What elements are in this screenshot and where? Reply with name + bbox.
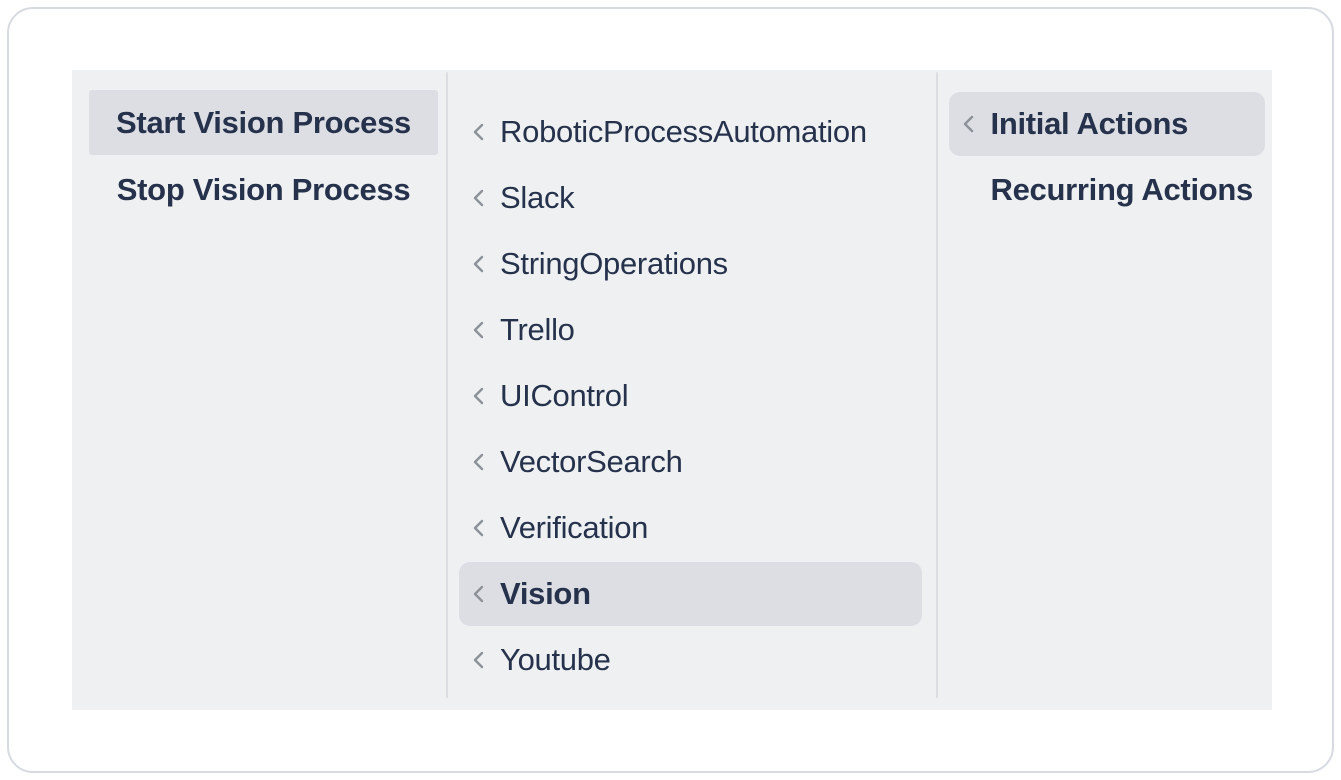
menu-item-label: Recurring Actions — [990, 172, 1254, 207]
menu-item-vector-search[interactable]: VectorSearch — [459, 430, 921, 494]
menu-item-label: Slack — [500, 180, 575, 215]
column-plugin-list: RoboticProcessAutomation Slack StringOpe… — [448, 70, 935, 710]
chevron-left-icon — [471, 649, 486, 671]
menu-item-label: Verification — [500, 510, 649, 545]
menu-item-recurring-actions[interactable]: Recurring Actions — [949, 158, 1265, 222]
chevron-left-icon — [471, 121, 486, 143]
chevron-left-icon — [471, 583, 486, 605]
menu-item-label: Start Vision Process — [116, 104, 411, 140]
menu-item-uicontrol[interactable]: UIControl — [459, 364, 921, 428]
menu-item-robotic-process-automation[interactable]: RoboticProcessAutomation — [459, 100, 921, 164]
cascading-menu-panel: Start Vision Process Stop Vision Process… — [72, 70, 1272, 710]
menu-item-verification[interactable]: Verification — [459, 496, 921, 560]
chevron-left-icon — [471, 451, 486, 473]
menu-item-initial-actions[interactable]: Initial Actions — [948, 92, 1265, 156]
chevron-left-icon — [471, 385, 486, 407]
menu-item-trello[interactable]: Trello — [459, 298, 921, 362]
menu-item-label: RoboticProcessAutomation — [500, 114, 867, 149]
column-divider — [935, 72, 938, 698]
chevron-left-icon — [471, 517, 486, 539]
menu-item-label: StringOperations — [500, 246, 728, 281]
menu-item-label: Youtube — [500, 642, 611, 677]
column-divider — [446, 72, 449, 698]
menu-item-vision[interactable]: Vision — [459, 562, 922, 626]
column-action-types: Initial Actions Recurring Actions — [938, 70, 1272, 710]
chevron-left-icon — [961, 113, 976, 135]
menu-item-start-vision-process[interactable]: Start Vision Process — [89, 90, 439, 155]
menu-item-label: Trello — [500, 312, 575, 347]
menu-item-label: Vision — [500, 576, 591, 611]
app-card: Start Vision Process Stop Vision Process… — [7, 7, 1334, 773]
menu-item-label: Initial Actions — [990, 106, 1189, 141]
menu-item-string-operations[interactable]: StringOperations — [459, 232, 921, 296]
menu-item-label: UIControl — [500, 378, 629, 413]
menu-item-stop-vision-process[interactable]: Stop Vision Process — [89, 157, 438, 222]
menu-item-youtube[interactable]: Youtube — [459, 628, 921, 692]
chevron-left-icon — [471, 253, 486, 275]
menu-item-label: VectorSearch — [500, 444, 683, 479]
chevron-left-icon — [471, 319, 486, 341]
menu-item-label: Stop Vision Process — [116, 171, 411, 207]
chevron-left-icon — [471, 187, 486, 209]
column-process-controls: Start Vision Process Stop Vision Process — [72, 70, 446, 710]
menu-item-slack[interactable]: Slack — [459, 166, 921, 230]
